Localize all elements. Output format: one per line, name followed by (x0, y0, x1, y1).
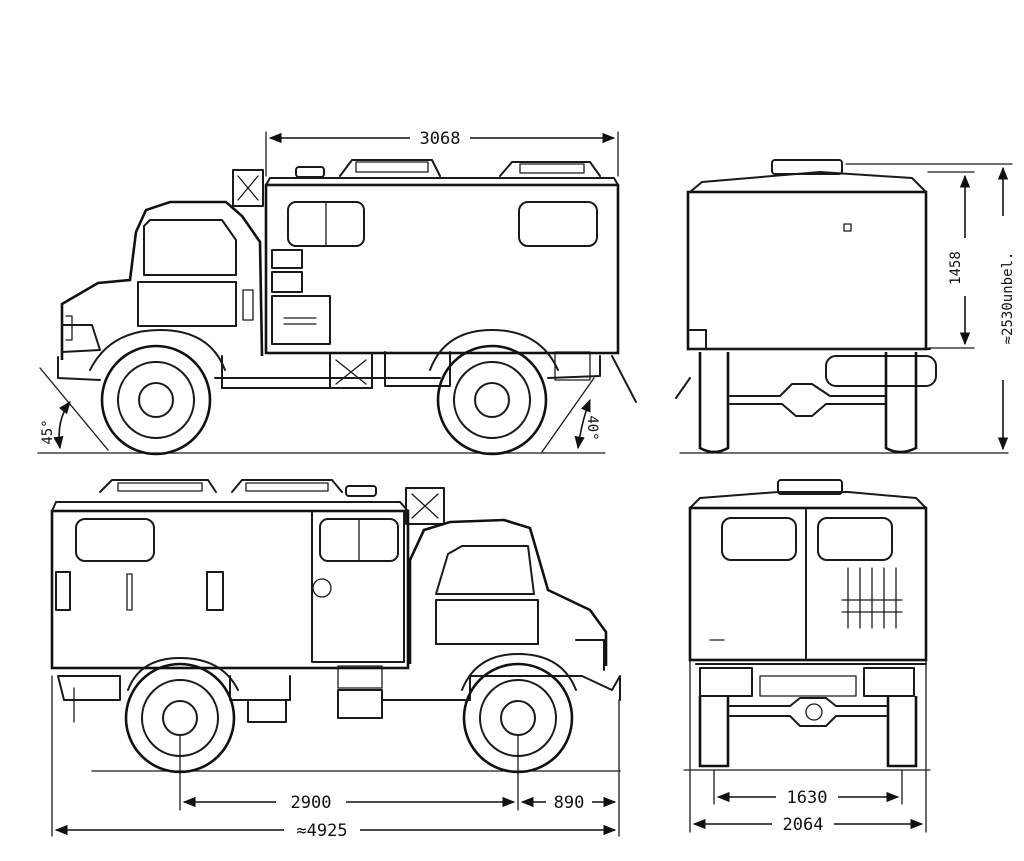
dim-label-2064: 2064 (783, 815, 824, 835)
dimension-overall-height: ≈2530unbel. (845, 163, 1016, 451)
dimension-wheelbase: 2900 (51, 675, 620, 837)
dim-label-2900: 2900 (291, 793, 332, 813)
dim-label-1630: 1630 (787, 788, 828, 808)
dim-label-approach-angle: 45° (40, 419, 56, 444)
front-view (675, 159, 1009, 454)
rear-view (683, 479, 931, 771)
dim-label-3068: 3068 (420, 129, 461, 149)
dimension-front-overhang: 890 (520, 793, 617, 813)
dim-label-890: 890 (554, 793, 585, 813)
dim-label-2530: ≈2530unbel. (1000, 252, 1016, 345)
side-view-right-facing (50, 479, 621, 774)
dim-label-1458: 1458 (948, 251, 964, 285)
dim-label-departure-angle: 40° (584, 415, 600, 440)
dimension-overall-width: 2064 (689, 659, 927, 835)
dimension-overall-length: ≈4925 (54, 821, 617, 841)
dimension-box-length: 3068 (265, 129, 619, 177)
dimension-track-width: 1630 (713, 769, 903, 808)
dimension-box-height: 1458 (927, 171, 975, 349)
dim-label-4925: ≈4925 (296, 821, 347, 841)
side-view-left-facing (37, 159, 637, 456)
